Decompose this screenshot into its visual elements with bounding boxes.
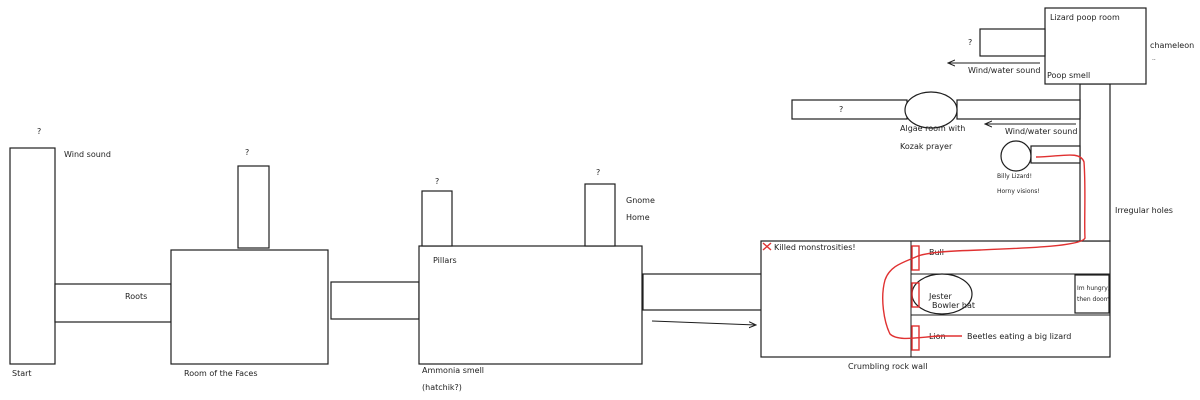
lizard-poop-room-label: Lizard poop room (1050, 13, 1120, 22)
hatchik-label: (hatchik?) (422, 383, 462, 392)
crumbling-rock-wall-label: Crumbling rock wall (848, 362, 927, 371)
home-label: Home (626, 213, 650, 222)
lizard-poop-room (1044, 7, 1147, 85)
pillars-label: Pillars (433, 256, 457, 265)
then-doom-label: then doom (1077, 296, 1110, 303)
chameleon-dots: .. (1152, 55, 1156, 62)
faces-unknown-label: ? (245, 148, 249, 157)
jester-label: Jester (928, 292, 953, 301)
algae-room-label: Algae room with (900, 124, 965, 133)
start-label: Start (12, 369, 32, 378)
algae-unknown-label: ? (839, 105, 843, 114)
beetles-label: Beetles eating a big lizard (967, 332, 1071, 341)
algae-east-corridor (956, 99, 1081, 120)
roots-label: Roots (125, 292, 147, 301)
pillars-room (418, 245, 643, 365)
billy-lizard-label: Billy Lizard! (997, 173, 1032, 180)
gnome-unknown-label: ? (596, 168, 600, 177)
billy-lizard-passage (1030, 145, 1081, 164)
start-unknown-label: ? (37, 127, 41, 136)
lizard-unknown-label: ? (968, 38, 972, 47)
killed-monstrosities-label: Killed monstrosities! (774, 243, 856, 252)
start-room (9, 147, 56, 365)
ammonia-smell-label: Ammonia smell (422, 366, 484, 375)
wind-water-label-lower: Wind/water sound (1005, 127, 1077, 136)
room-of-the-faces-label: Room of the Faces (184, 369, 258, 378)
pillars-east-corridor (642, 273, 763, 311)
wind-sound-label: Wind sound (64, 150, 111, 159)
bowler-hat-label: Bowler hat (932, 301, 975, 310)
roots-corridor (54, 283, 172, 323)
im-hungry-label: Im hungry, (1077, 285, 1110, 292)
pillars-north-passage (421, 190, 453, 247)
algae-room (904, 91, 958, 129)
faces-north-passage (237, 165, 270, 249)
hungry-doom-alcove (1074, 274, 1110, 314)
algae-west-corridor (791, 99, 908, 120)
wind-water-label-upper: Wind/water sound (968, 66, 1040, 75)
gnome-label: Gnome (626, 196, 655, 205)
horny-visions-label: Horny visions! (997, 188, 1040, 195)
red-route-line (882, 154, 1086, 340)
lizard-west-passage (979, 28, 1046, 57)
red-path-markings (762, 154, 1086, 351)
pillars-east-arrow (651, 320, 756, 325)
faces-east-corridor (330, 281, 420, 320)
poop-smell-label: Poop smell (1047, 71, 1090, 80)
pillars-unknown-label: ? (435, 177, 439, 186)
billy-lizard-chamber (1000, 140, 1032, 172)
room-of-the-faces (170, 249, 329, 365)
jester-gate-mark (911, 282, 920, 308)
chameleon-label: chameleon (1150, 41, 1194, 50)
killed-cross-mark (762, 242, 772, 251)
kozak-prayer-label: Kozak prayer (900, 142, 953, 151)
irregular-holes-label: Irregular holes (1115, 206, 1173, 215)
gnome-home-passage (584, 183, 616, 247)
